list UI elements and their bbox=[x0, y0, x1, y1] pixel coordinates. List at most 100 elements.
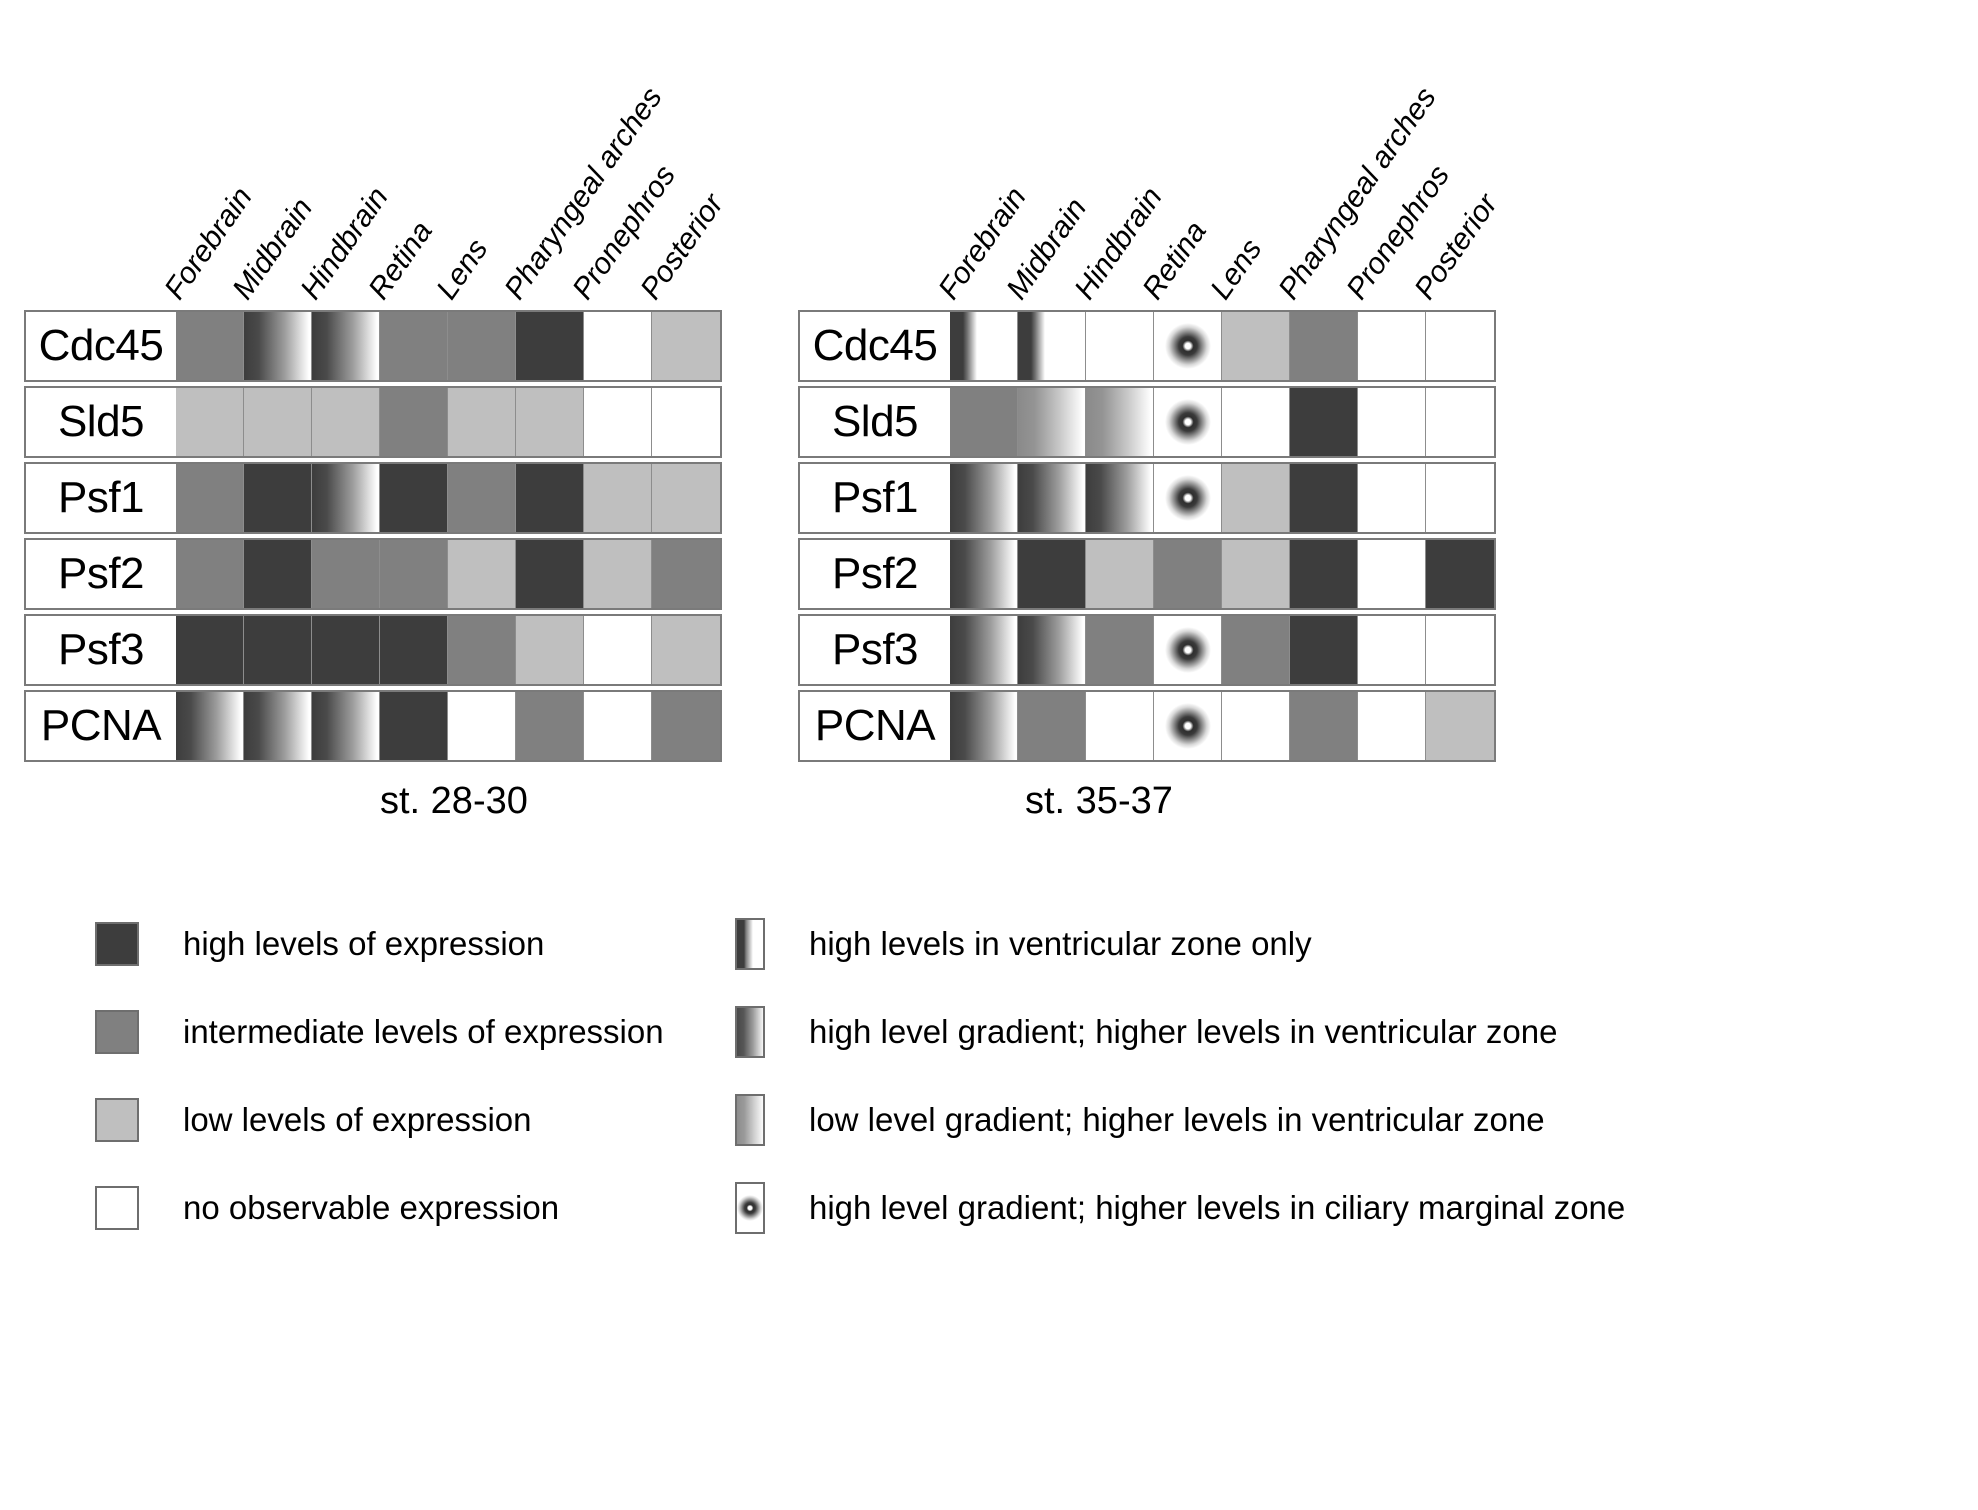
legend-label: high level gradient; higher levels in ci… bbox=[809, 1189, 1626, 1226]
expression-cell-psf3-forebrain bbox=[950, 616, 1018, 684]
expression-cell-cdc45-hindbrain bbox=[1086, 312, 1154, 380]
row-cells bbox=[950, 540, 1494, 608]
expression-cell-psf2-midbrain bbox=[244, 540, 312, 608]
gene-label-psf2: Psf2 bbox=[800, 540, 950, 608]
legend-swatch-none bbox=[95, 1186, 139, 1230]
expression-cell-cdc45-lens bbox=[1222, 312, 1290, 380]
expression-cell-psf2-hindbrain bbox=[312, 540, 380, 608]
expression-cell-psf3-hindbrain bbox=[1086, 616, 1154, 684]
expression-cell-psf3-retina bbox=[1154, 616, 1222, 684]
expression-cell-cdc45-pharyngeal-arches bbox=[516, 312, 584, 380]
expression-cell-psf3-lens bbox=[1222, 616, 1290, 684]
expression-cell-psf2-pharyngeal-arches bbox=[1290, 540, 1358, 608]
expression-cell-pcna-posterior bbox=[652, 692, 720, 760]
stage-caption-right: st. 35-37 bbox=[1025, 780, 1173, 822]
legend-swatch-low bbox=[95, 1098, 139, 1142]
expression-cell-sld5-hindbrain bbox=[312, 388, 380, 456]
legend-item: intermediate levels of expression bbox=[95, 993, 664, 1071]
row-cells bbox=[950, 464, 1494, 532]
column-header-lens: Lens bbox=[430, 233, 495, 306]
expression-cell-sld5-forebrain bbox=[176, 388, 244, 456]
expression-cell-cdc45-posterior bbox=[652, 312, 720, 380]
expression-cell-sld5-pharyngeal-arches bbox=[516, 388, 584, 456]
gene-label-sld5: Sld5 bbox=[800, 388, 950, 456]
expression-cell-pcna-pronephros bbox=[1358, 692, 1426, 760]
gene-label-psf1: Psf1 bbox=[800, 464, 950, 532]
expression-cell-psf2-forebrain bbox=[176, 540, 244, 608]
expression-cell-psf3-forebrain bbox=[176, 616, 244, 684]
expression-cell-cdc45-pharyngeal-arches bbox=[1290, 312, 1358, 380]
legend-label: high levels in ventricular zone only bbox=[809, 925, 1312, 962]
expression-cell-cdc45-retina bbox=[1154, 312, 1222, 380]
expression-cell-psf3-midbrain bbox=[1018, 616, 1086, 684]
row-cells bbox=[176, 312, 720, 380]
table-row: PCNA bbox=[24, 690, 722, 762]
expression-cell-pcna-pharyngeal-arches bbox=[516, 692, 584, 760]
expression-cell-psf1-hindbrain bbox=[312, 464, 380, 532]
expression-cell-sld5-pronephros bbox=[1358, 388, 1426, 456]
expression-cell-psf3-pronephros bbox=[584, 616, 652, 684]
row-cells bbox=[950, 312, 1494, 380]
gene-label-psf3: Psf3 bbox=[800, 616, 950, 684]
expression-cell-psf1-pronephros bbox=[1358, 464, 1426, 532]
legend-patterns: high levels in ventricular zone only high… bbox=[735, 905, 1625, 1257]
stage-caption-left: st. 28-30 bbox=[380, 780, 528, 822]
expression-cell-psf2-midbrain bbox=[1018, 540, 1086, 608]
expression-cell-psf1-lens bbox=[448, 464, 516, 532]
expression-cell-pcna-retina bbox=[380, 692, 448, 760]
row-cells bbox=[176, 388, 720, 456]
expression-cell-cdc45-lens bbox=[448, 312, 516, 380]
expression-cell-sld5-posterior bbox=[652, 388, 720, 456]
expression-cell-psf3-pronephros bbox=[1358, 616, 1426, 684]
expression-cell-cdc45-posterior bbox=[1426, 312, 1494, 380]
gene-label-cdc45: Cdc45 bbox=[26, 312, 176, 380]
expression-cell-psf1-forebrain bbox=[950, 464, 1018, 532]
table-row: Psf1 bbox=[24, 462, 722, 534]
expression-cell-cdc45-retina bbox=[380, 312, 448, 380]
legend-label: intermediate levels of expression bbox=[183, 1013, 664, 1050]
expression-cell-pcna-pronephros bbox=[584, 692, 652, 760]
gene-label-psf2: Psf2 bbox=[26, 540, 176, 608]
table-row: Psf3 bbox=[24, 614, 722, 686]
expression-cell-sld5-pronephros bbox=[584, 388, 652, 456]
expression-cell-cdc45-forebrain bbox=[176, 312, 244, 380]
table-row: Sld5 bbox=[24, 386, 722, 458]
expression-cell-psf2-lens bbox=[1222, 540, 1290, 608]
expression-cell-pcna-posterior bbox=[1426, 692, 1494, 760]
expression-cell-psf3-pharyngeal-arches bbox=[1290, 616, 1358, 684]
expression-cell-psf2-forebrain bbox=[950, 540, 1018, 608]
table-row: Cdc45 bbox=[24, 310, 722, 382]
expression-cell-pcna-forebrain bbox=[176, 692, 244, 760]
expression-cell-psf1-pharyngeal-arches bbox=[1290, 464, 1358, 532]
expression-cell-psf1-pronephros bbox=[584, 464, 652, 532]
expression-cell-pcna-forebrain bbox=[950, 692, 1018, 760]
expression-cell-psf1-pharyngeal-arches bbox=[516, 464, 584, 532]
legend-swatch-high bbox=[95, 922, 139, 966]
row-cells bbox=[176, 692, 720, 760]
legend-label: high level gradient; higher levels in ve… bbox=[809, 1013, 1558, 1050]
expression-cell-sld5-midbrain bbox=[244, 388, 312, 456]
expression-cell-pcna-midbrain bbox=[244, 692, 312, 760]
legend-label: no observable expression bbox=[183, 1189, 560, 1226]
table-row: Psf3 bbox=[798, 614, 1496, 686]
expression-cell-psf1-midbrain bbox=[1018, 464, 1086, 532]
expression-cell-pcna-lens bbox=[1222, 692, 1290, 760]
expression-cell-sld5-posterior bbox=[1426, 388, 1494, 456]
legend-item: no observable expression bbox=[95, 1169, 664, 1247]
expression-cell-psf3-pharyngeal-arches bbox=[516, 616, 584, 684]
expression-cell-cdc45-pronephros bbox=[1358, 312, 1426, 380]
legend-swatch-cmz bbox=[735, 1182, 765, 1234]
expression-cell-psf2-posterior bbox=[652, 540, 720, 608]
expression-cell-psf2-pronephros bbox=[584, 540, 652, 608]
legend-item: high level gradient; higher levels in ci… bbox=[735, 1169, 1625, 1247]
table-row: Psf2 bbox=[24, 538, 722, 610]
expression-cell-sld5-hindbrain bbox=[1086, 388, 1154, 456]
expression-cell-pcna-lens bbox=[448, 692, 516, 760]
table-row: Sld5 bbox=[798, 386, 1496, 458]
legend-swatch-vz-only bbox=[735, 918, 765, 970]
row-cells bbox=[176, 464, 720, 532]
